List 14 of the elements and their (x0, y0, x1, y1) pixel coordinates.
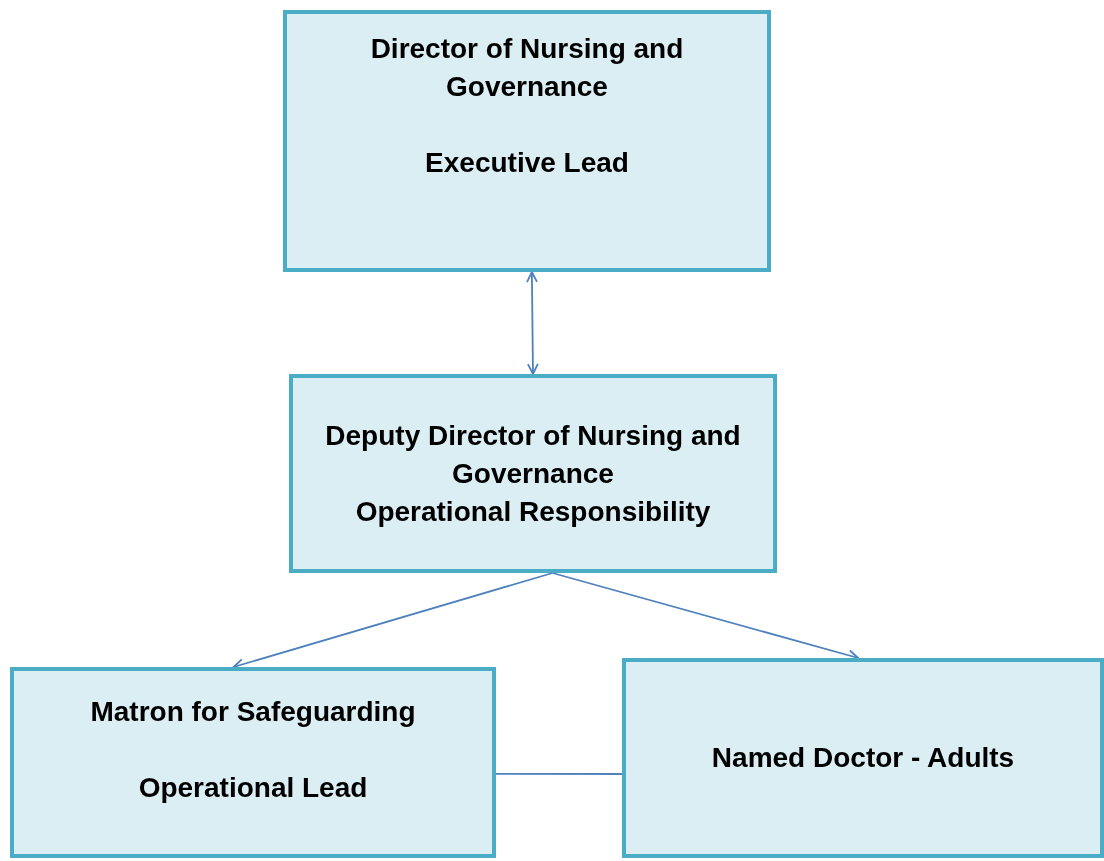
role-title: Named Doctor - Adults (711, 741, 1015, 775)
role-title: Matron for Safeguarding (90, 695, 416, 729)
role-box (622, 658, 1104, 858)
role-title: Director of Nursing and Governance (369, 32, 685, 104)
role-title: Executive Lead (425, 146, 629, 180)
role-box (283, 10, 771, 272)
role-title: Deputy Director of Nursing and Governance (324, 418, 742, 491)
arrow (232, 572, 554, 670)
arrow (526, 271, 539, 375)
role-title: Operational Lead (138, 771, 368, 805)
role-box (289, 374, 777, 573)
role-box (10, 667, 496, 858)
connector-line (495, 773, 623, 775)
role-title: Operational Responsibility (355, 494, 711, 529)
